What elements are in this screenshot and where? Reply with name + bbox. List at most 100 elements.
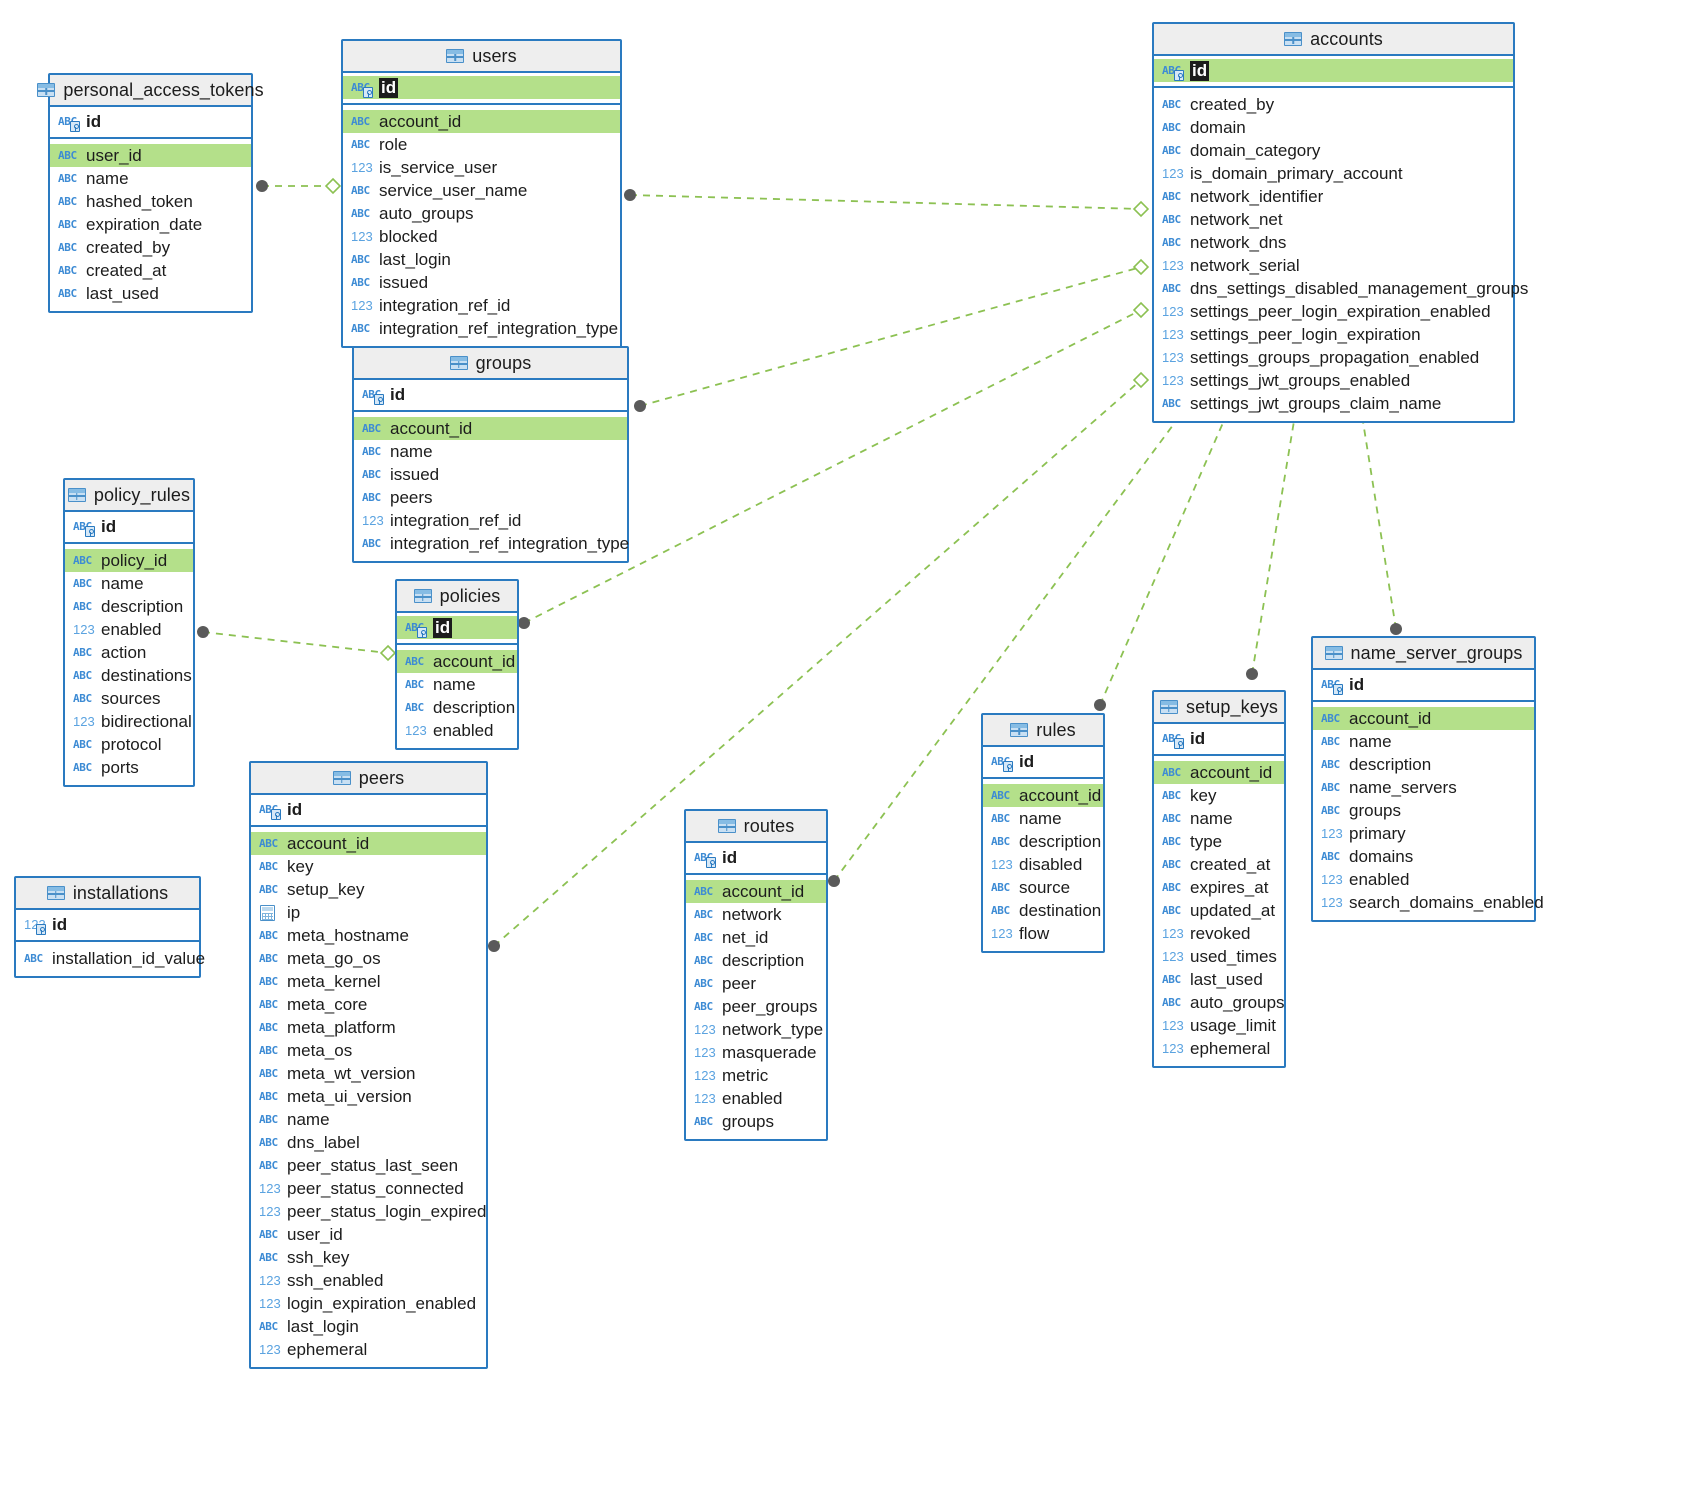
table-header-accounts[interactable]: accounts [1154, 24, 1513, 56]
table-header-groups[interactable]: groups [354, 348, 627, 380]
relation-accounts-to-rules[interactable] [1094, 400, 1238, 711]
table-header-personal_access_tokens[interactable]: personal_access_tokens [37, 75, 264, 107]
relation-accounts-to-name-server-groups[interactable] [1352, 400, 1402, 635]
relation-accounts-to-users[interactable] [624, 189, 1150, 218]
table-header-policies[interactable]: policies [397, 581, 517, 613]
table-header-installations[interactable]: installations [16, 878, 199, 910]
field-row[interactable]: ip [251, 901, 486, 924]
table-header-peers[interactable]: peers [251, 763, 486, 795]
relation-accounts-to-groups[interactable] [634, 258, 1150, 412]
